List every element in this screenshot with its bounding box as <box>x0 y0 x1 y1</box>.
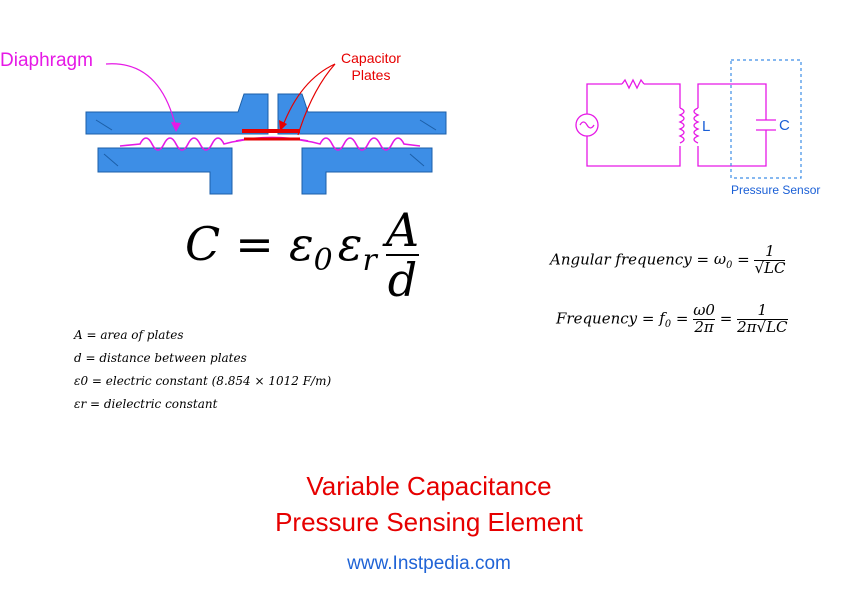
website-link[interactable]: www.Instpedia.com <box>347 553 511 574</box>
sensor-body <box>85 93 447 195</box>
capacitor-label: C <box>779 117 790 134</box>
formula-epsr: εr <box>337 216 377 278</box>
lower-housing-right <box>301 147 433 195</box>
variable-definitions: A = area of plates d = distance between … <box>74 324 331 416</box>
hatch-lines <box>95 119 437 167</box>
definition-electric-constant: ε0 = electric constant (8.854 × 1012 F/m… <box>74 374 332 388</box>
pressure-sensor-box <box>730 59 802 179</box>
frequency-formula: Frequency = f0 = ω0 2π = 1 2π√LC <box>556 301 788 336</box>
diaphragm-arrowhead <box>171 122 181 132</box>
lc-circuit <box>575 78 776 167</box>
formula-fraction: A d <box>385 203 420 308</box>
primary-coil <box>678 107 685 144</box>
diaphragm-right <box>299 137 421 151</box>
formula-lhs: C <box>185 216 221 271</box>
formula-numerator: A <box>385 203 420 257</box>
definition-dielectric-constant: εr = dielectric constant <box>74 397 218 411</box>
angular-label: Angular frequency <box>550 250 692 269</box>
angular-frequency-formula: Angular frequency = ω0 = 1 √LC <box>550 242 786 277</box>
diaphragm-left <box>119 137 245 151</box>
upper-housing-right <box>277 93 447 135</box>
formula-equals: = <box>235 216 274 271</box>
capacitor-plates-label: Capacitor Plates <box>336 50 406 84</box>
pressure-sensor-label: Pressure Sensor <box>731 183 821 197</box>
angular-omega: ω0 <box>713 250 733 272</box>
capacitor-leader-1 <box>281 63 336 129</box>
title-line-2: Pressure Sensing Element <box>275 507 583 537</box>
definition-distance: d = distance between plates <box>74 351 247 365</box>
formula-denominator: d <box>387 253 418 308</box>
frequency-fraction-2: 1 2π√LC <box>737 301 788 336</box>
frequency-label: Frequency <box>556 309 638 328</box>
diaphragm-leader <box>105 63 177 129</box>
secondary-coil <box>693 107 700 144</box>
frequency-fraction-1: ω0 2π <box>693 301 715 336</box>
capacitor-leader-2 <box>297 63 336 136</box>
upper-housing <box>85 93 269 135</box>
title-line-1: Variable Capacitance <box>306 471 552 501</box>
formula-eps0: ε0 <box>288 216 333 278</box>
inductor-label: L <box>702 118 711 135</box>
definition-area: A = area of plates <box>74 328 184 342</box>
frequency-f0: f0 <box>659 309 672 331</box>
capacitor-label-line2: Plates <box>351 67 391 83</box>
resistor <box>621 78 645 90</box>
lower-housing-left <box>97 147 233 195</box>
angular-fraction: 1 √LC <box>754 242 786 277</box>
diaphragm-label: Diaphragm <box>0 50 93 71</box>
capacitor-arrowhead <box>279 120 287 131</box>
capacitance-formula: C = ε0 εr A d <box>185 203 420 308</box>
capacitor-label-line1: Capacitor <box>341 50 401 66</box>
ac-source-wave <box>579 121 595 129</box>
